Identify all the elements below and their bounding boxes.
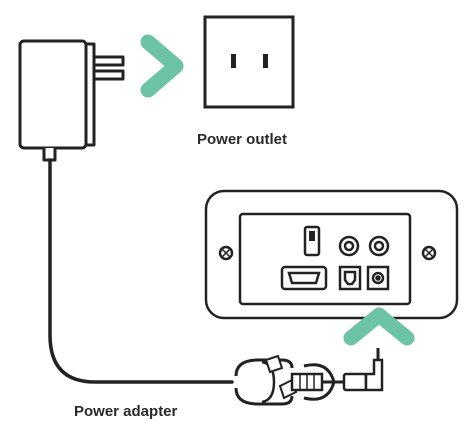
power-outlet-label: Power outlet — [197, 131, 288, 148]
power-adapter-icon — [18, 39, 125, 162]
power-outlet-icon — [203, 15, 295, 109]
cable-tie-icon — [234, 354, 336, 406]
power-adapter-label: Power adapter — [74, 403, 178, 420]
chevron-right-icon — [140, 34, 184, 98]
device-back-panel-icon — [204, 189, 459, 320]
chevron-up-icon — [343, 307, 415, 346]
power-cable — [48, 158, 234, 384]
dc-plug-icon — [290, 348, 384, 392]
